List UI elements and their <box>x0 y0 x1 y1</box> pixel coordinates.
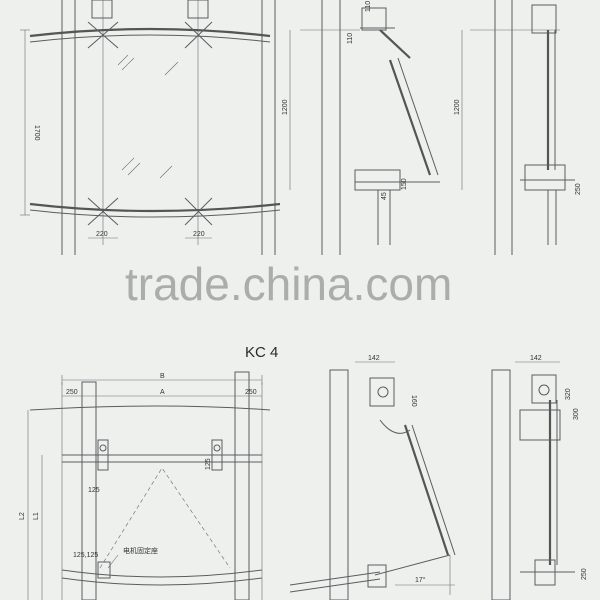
dim-110-a: 110 <box>365 1 372 12</box>
dim-125-right: 125 <box>205 458 212 470</box>
dim-142-a: 142 <box>368 355 380 362</box>
section-title: KC 4 <box>245 344 278 361</box>
dim-110-b: 110 <box>347 33 354 44</box>
dim-1200-a: 1200 <box>282 99 289 115</box>
dim-220-right: 220 <box>193 231 205 238</box>
dim-300: 300 <box>573 408 580 420</box>
bracket-top-right <box>184 0 213 49</box>
dim-1200-b: 1200 <box>454 99 461 115</box>
bracket-top-left <box>87 0 119 49</box>
dim-B: B <box>160 373 165 380</box>
bottom-side-view-2: 142 320 300 250 <box>491 355 588 600</box>
bracket-bottom-right <box>184 197 213 226</box>
dim-250-bottom: 250 <box>581 568 588 580</box>
bottom-front-view: B A 250 250 L2 L1 125 125 125,125 电机固定座 <box>19 371 271 600</box>
dim-320: 320 <box>565 388 572 400</box>
dim-250-left: 250 <box>66 389 78 396</box>
dim-220-left: 220 <box>96 231 108 238</box>
dim-250-top: 250 <box>575 183 582 195</box>
top-front-view: 1700 <box>20 0 281 255</box>
bottom-side-view-1: 142 160 17° <box>289 355 456 600</box>
dim-250-right: 250 <box>245 389 257 396</box>
dim-160-a: 160 <box>410 395 417 407</box>
top-side-view-1: 1200 110 110 150 45 <box>282 0 440 255</box>
watermark-text: trade.china.com <box>125 258 452 310</box>
dim-L1: L1 <box>33 512 40 520</box>
top-side-view-2: 1200 250 <box>454 0 582 255</box>
dim-1700: 1700 <box>33 125 40 141</box>
dim-142-b: 142 <box>530 355 542 362</box>
dim-125-125: 125,125 <box>73 552 98 559</box>
motor-mount-label: 电机固定座 <box>123 546 158 555</box>
dim-45-a: 45 <box>381 192 388 200</box>
bracket-bottom-left <box>87 197 119 226</box>
dim-150-a: 150 <box>401 178 408 190</box>
dim-125: 125 <box>88 487 100 494</box>
dim-17-deg: 17° <box>415 576 426 584</box>
dim-A: A <box>160 389 165 396</box>
dim-L2: L2 <box>19 512 26 520</box>
